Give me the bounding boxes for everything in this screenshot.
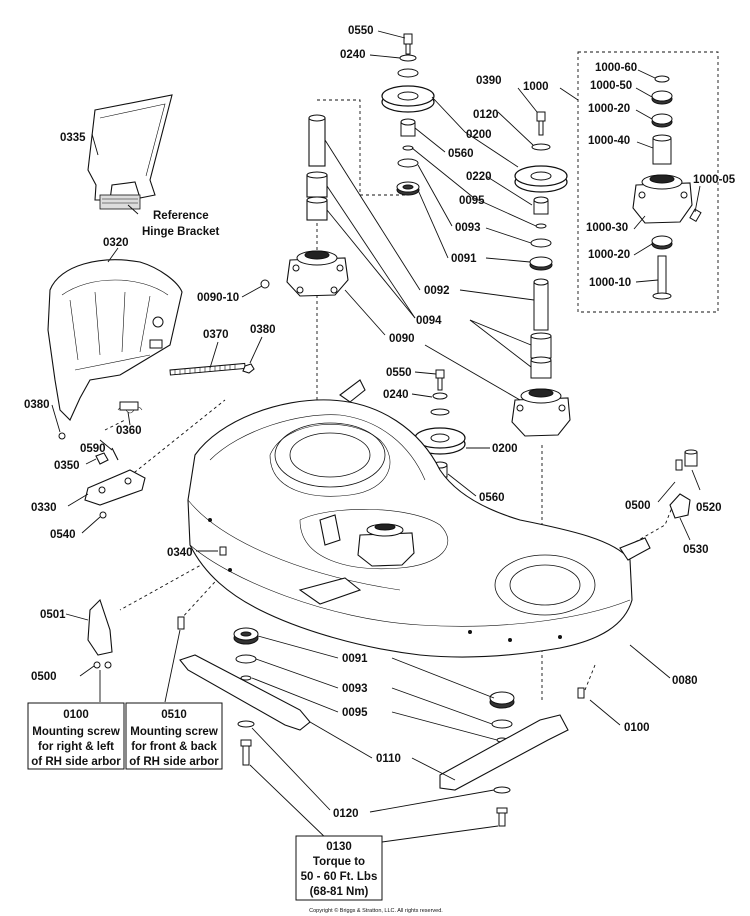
copyright-text: Copyright © Briggs & Stratton, LLC. All … [309, 907, 443, 914]
callout-0550-top: 0550 [348, 25, 374, 37]
callout-0360: 0360 [116, 425, 142, 437]
spindle-assembly-detail [632, 75, 702, 300]
grass-deflector-part [47, 259, 183, 421]
note-0510-line1: Mounting screw [130, 726, 218, 738]
pin-0590 [111, 447, 119, 461]
screw-0540 [99, 511, 107, 519]
callout-0091-bottom: 0091 [342, 653, 368, 665]
note-0510-line3: of RH side arbor [129, 756, 219, 768]
callout-1000-50: 1000-50 [590, 80, 632, 92]
callout-0380-left: 0380 [24, 399, 50, 411]
callout-0340: 0340 [167, 547, 193, 559]
callout-0091-top: 0091 [451, 253, 477, 265]
reference-label-line1: Reference [153, 210, 209, 222]
right-deck-bracket-parts [669, 449, 698, 519]
note-0100-code: 0100 [63, 709, 89, 721]
callout-0120-bottom: 0120 [333, 808, 359, 820]
blade-right [439, 714, 569, 791]
callout-0090: 0090 [389, 333, 415, 345]
left-spindle-stack [286, 114, 349, 297]
callout-0560-top: 0560 [448, 148, 474, 160]
bracket-0330-part [84, 469, 146, 506]
callout-0500-left: 0500 [31, 671, 57, 683]
spindle-detail-box [577, 51, 719, 313]
nut-0380-right [242, 363, 255, 374]
note-box-0130: 0130 Torque to 50 - 60 Ft. Lbs (68-81 Nm… [295, 835, 383, 901]
callout-0094: 0094 [416, 315, 442, 327]
callout-0220: 0220 [466, 171, 492, 183]
nut-0350 [95, 452, 109, 465]
hinge-rod-part [169, 362, 246, 376]
reference-hinge-label: Reference Hinge Bracket [142, 210, 220, 238]
callout-0500-right: 0500 [625, 500, 651, 512]
top-pulley-stack [381, 33, 435, 196]
callout-0200-mid: 0200 [492, 443, 518, 455]
nut-0380-left [58, 432, 66, 440]
callout-0350: 0350 [54, 460, 80, 472]
callout-0320: 0320 [103, 237, 129, 249]
callout-0240-mid: 0240 [383, 389, 409, 401]
callout-0590: 0590 [80, 443, 106, 455]
note-0510-line2: for front & back [131, 741, 217, 753]
note-0510-code: 0510 [161, 709, 187, 721]
blade-left [179, 654, 311, 731]
callout-0090-10: 0090-10 [197, 292, 239, 304]
note-0100-line3: of RH side arbor [31, 756, 121, 768]
callout-0095-bottom: 0095 [342, 707, 368, 719]
screw-0340 [219, 546, 227, 556]
callout-0370: 0370 [203, 329, 229, 341]
callout-1000-20b: 1000-20 [588, 249, 630, 261]
callout-0330: 0330 [31, 502, 57, 514]
hinge-bracket-part [87, 94, 173, 210]
note-0100-line1: Mounting screw [32, 726, 120, 738]
callout-0092: 0092 [424, 285, 450, 297]
callout-0080: 0080 [672, 675, 698, 687]
mower-deck-part [187, 379, 651, 658]
callout-1000-60: 1000-60 [595, 62, 637, 74]
callout-0240-top: 0240 [340, 49, 366, 61]
callout-0550-mid: 0550 [386, 367, 412, 379]
note-box-0510: 0510 Mounting screw for front & back of … [125, 702, 223, 770]
callout-0560-mid: 0560 [479, 492, 505, 504]
callout-0100: 0100 [624, 722, 650, 734]
note-0130-line3: (68-81 Nm) [310, 886, 369, 898]
callout-0110: 0110 [376, 753, 401, 765]
bottom-left-bearing-stack [233, 627, 259, 766]
callout-0120-top: 0120 [473, 109, 499, 121]
callout-0501: 0501 [40, 609, 66, 621]
note-0130-code: 0130 [326, 841, 352, 853]
callout-0200-top: 0200 [466, 129, 492, 141]
note-box-0100: 0100 Mounting screw for right & left of … [27, 702, 125, 770]
callout-labels: 0550 0240 0390 1000 0120 0200 0560 0220 … [24, 25, 736, 820]
nut-0090-10 [260, 279, 270, 289]
callout-0520: 0520 [696, 502, 722, 514]
callout-1000-20a: 1000-20 [588, 103, 630, 115]
callout-0540: 0540 [50, 529, 76, 541]
callout-0335: 0335 [60, 132, 86, 144]
callout-1000-30: 1000-30 [586, 222, 628, 234]
callout-1000-40: 1000-40 [588, 135, 630, 147]
leader-lines [51, 30, 701, 843]
callout-0093-bottom: 0093 [342, 683, 368, 695]
note-0130-line1: Torque to [313, 856, 365, 868]
screw-0100-right [577, 687, 585, 699]
callout-1000: 1000 [523, 81, 549, 93]
callout-1000-05: 1000-05 [693, 174, 736, 186]
note-0130-line2: 50 - 60 Ft. Lbs [301, 871, 378, 883]
note-0100-line2: for right & left [38, 741, 114, 753]
callout-0380-right: 0380 [250, 324, 276, 336]
callout-1000-10: 1000-10 [589, 277, 631, 289]
callout-0390: 0390 [476, 75, 502, 87]
right-pulley-stack [511, 111, 571, 437]
callout-0093-top: 0093 [455, 222, 481, 234]
callout-0530: 0530 [683, 544, 709, 556]
spring-0360-part [117, 401, 143, 414]
reference-label-line2: Hinge Bracket [142, 226, 220, 238]
callout-0095-top: 0095 [459, 195, 485, 207]
screw-0510 [177, 616, 185, 630]
bracket-0501-part [87, 598, 113, 669]
